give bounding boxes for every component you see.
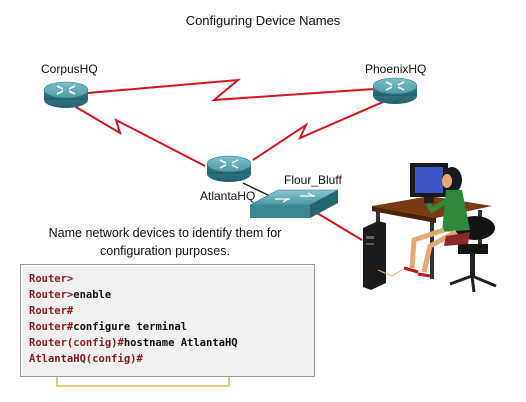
- page-title: Configuring Device Names: [185, 13, 341, 28]
- cli-command: hostname AtlantaHQ: [123, 337, 238, 349]
- cli-command: configure terminal: [73, 321, 188, 333]
- description-line-2: configuration purposes.: [100, 244, 230, 258]
- cli-line-6: AtlantaHQ(config)#: [29, 353, 143, 365]
- link-atlanta-switch: [242, 182, 271, 197]
- router-phoenixhq-icon: [372, 77, 418, 104]
- link-corpus-atlanta: [63, 99, 206, 167]
- link-corpus-phoenix: [87, 78, 375, 102]
- description-line-1: Name network devices to identify them fo…: [48, 226, 282, 240]
- link-atlanta-phoenix: [252, 97, 393, 161]
- cli-prompt: Router>: [29, 273, 74, 285]
- cli-prompt: Router>: [29, 289, 74, 301]
- router-corpushq-icon: [43, 81, 89, 108]
- cli-command: enable: [73, 289, 112, 301]
- description-text: Name network devices to identify them fo…: [20, 224, 310, 260]
- cli-prompt: AtlantaHQ(config)#: [29, 353, 143, 365]
- switch-flour-bluff-icon: [249, 189, 339, 218]
- cli-panel: Router> Router>enable Router# Router#con…: [20, 264, 315, 377]
- cli-line-2: Router>enable: [29, 289, 111, 301]
- cli-line-1: Router>: [29, 273, 73, 285]
- cli-line-4: Router#configure terminal: [29, 321, 187, 333]
- workstation-user-illustration: [363, 163, 497, 293]
- label-corpushq: CorpusHQ: [41, 62, 98, 76]
- label-phoenixhq: PhoenixHQ: [365, 62, 427, 76]
- cli-line-5: Router(config)#hostname AtlantaHQ: [29, 337, 238, 349]
- cli-prompt: Router(config)#: [29, 337, 124, 349]
- cli-line-3: Router#: [29, 305, 73, 317]
- label-flour-bluff: Flour_Bluff: [284, 173, 342, 187]
- cli-prompt: Router#: [29, 305, 74, 317]
- label-atlantahq: AtlantaHQ: [200, 189, 256, 203]
- router-atlantahq-icon: [206, 155, 252, 182]
- wan-links: [63, 78, 393, 241]
- cli-prompt: Router#: [29, 321, 74, 333]
- link-switch-pc: [311, 209, 363, 241]
